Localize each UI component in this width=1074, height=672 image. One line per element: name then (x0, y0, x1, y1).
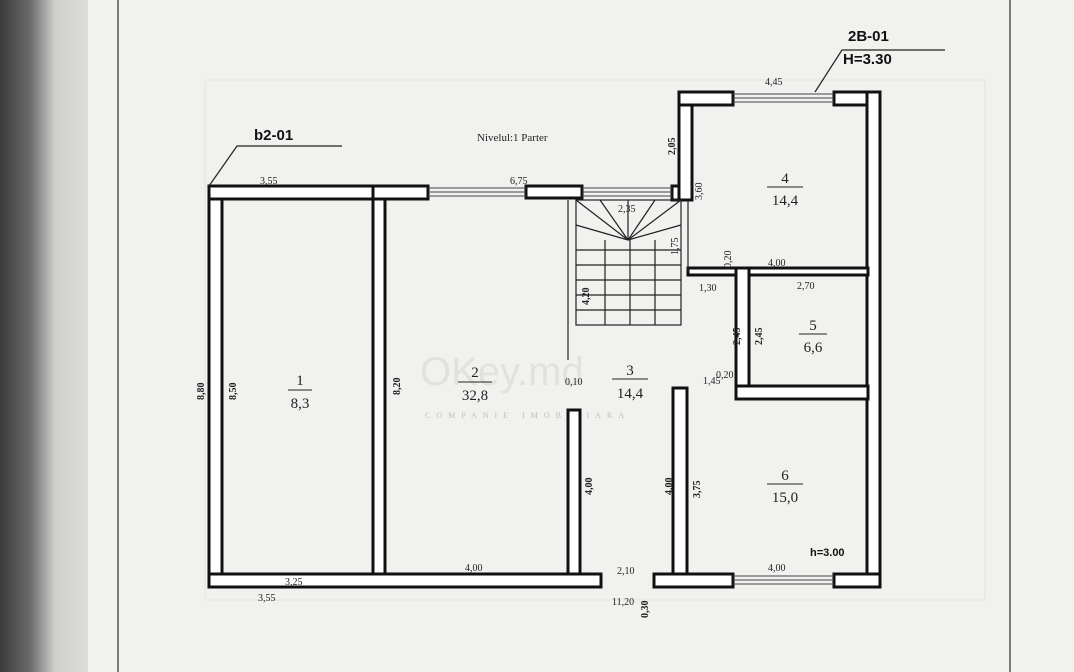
svg-text:8,20: 8,20 (392, 378, 403, 396)
svg-text:4,20: 4,20 (581, 288, 592, 306)
wall-room5-bottom (734, 384, 870, 401)
svg-text:1: 1 (296, 373, 304, 389)
wall-room2-room3 (566, 408, 582, 588)
svg-text:1,75: 1,75 (670, 238, 681, 256)
scan-binding-edge (0, 0, 88, 672)
room-5: 56,6 (799, 318, 827, 356)
svg-text:3,55: 3,55 (260, 176, 278, 187)
svg-text:8,80: 8,80 (196, 383, 207, 401)
svg-text:11,20: 11,20 (612, 597, 634, 608)
svg-text:0,30: 0,30 (640, 601, 651, 619)
wall-room4-room5 (686, 266, 870, 277)
room-2: 232,8 (458, 365, 492, 404)
svg-text:4,00: 4,00 (768, 258, 786, 269)
room-1: 18,3 (288, 373, 312, 412)
svg-text:8,3: 8,3 (291, 396, 310, 412)
svg-text:1,45: 1,45 (703, 376, 721, 387)
svg-text:2,35: 2,35 (618, 204, 636, 215)
block-label-right: 2B-01 (848, 28, 889, 45)
room-6: 615,0 (767, 468, 803, 506)
svg-text:0,20: 0,20 (716, 370, 734, 381)
wall-top-block (524, 184, 584, 200)
block-label-left: b2-01 (254, 127, 293, 144)
svg-text:0,10: 0,10 (565, 377, 583, 388)
svg-text:3,75: 3,75 (692, 481, 703, 499)
svg-text:1,30: 1,30 (699, 283, 717, 294)
svg-text:6,75: 6,75 (510, 176, 528, 187)
room-3: 314,4 (612, 363, 648, 402)
svg-text:15,0: 15,0 (772, 490, 798, 506)
leader-2b-01 (814, 49, 945, 93)
leader-b2-01 (208, 145, 342, 187)
room6-height-label: h=3.00 (810, 547, 845, 559)
svg-text:2: 2 (471, 365, 479, 381)
svg-text:2,45: 2,45 (732, 328, 743, 346)
watermark: OKey.md (420, 350, 584, 394)
svg-text:6: 6 (781, 468, 789, 484)
svg-text:14,4: 14,4 (772, 193, 799, 209)
wall-bottom-mid (652, 572, 735, 589)
wall-bottom-right (832, 572, 882, 589)
level-title: Nivelul:1 Parter (477, 132, 548, 144)
svg-text:4,00: 4,00 (584, 478, 595, 496)
walls (207, 90, 882, 589)
svg-text:8,50: 8,50 (228, 383, 239, 401)
staircase (567, 199, 689, 360)
svg-text:6,6: 6,6 (804, 340, 823, 356)
svg-text:14,4: 14,4 (617, 386, 644, 402)
wall-room4-top-left (677, 90, 735, 107)
windows (428, 93, 834, 585)
ghost-bleedthrough (204, 79, 986, 601)
svg-text:2,05: 2,05 (667, 138, 678, 156)
svg-text:3: 3 (626, 363, 634, 379)
svg-text:32,8: 32,8 (462, 388, 488, 404)
watermark-subtitle: COMPANIE IMOBILIARA (425, 411, 630, 420)
wall-right (865, 90, 882, 589)
svg-text:4,00: 4,00 (664, 478, 675, 496)
dimension-labels: 3,55 6,75 4,45 2,35 1,75 2,05 3,60 0,20 … (196, 77, 815, 618)
wall-bottom-left (207, 572, 603, 589)
svg-text:4,00: 4,00 (768, 563, 786, 574)
wall-room1-room2 (371, 184, 387, 588)
svg-text:5: 5 (809, 318, 817, 334)
svg-text:0,20: 0,20 (723, 251, 734, 269)
svg-text:2,70: 2,70 (797, 281, 815, 292)
wall-left (207, 184, 224, 588)
height-label: H=3.30 (843, 51, 892, 68)
svg-text:4: 4 (781, 171, 789, 187)
svg-text:2,45: 2,45 (754, 328, 765, 346)
svg-text:4,00: 4,00 (465, 563, 483, 574)
svg-text:4,45: 4,45 (765, 77, 783, 88)
svg-text:3,55: 3,55 (258, 593, 276, 604)
svg-text:3,25: 3,25 (285, 577, 303, 588)
wall-room3-room6 (671, 386, 689, 588)
room-4: 414,4 (767, 171, 803, 209)
svg-text:2,10: 2,10 (617, 566, 635, 577)
wall-top-room1 (207, 184, 376, 201)
wall-top-room2 (371, 184, 430, 201)
svg-text:3,60: 3,60 (694, 183, 705, 201)
wall-room4-left (677, 90, 694, 202)
